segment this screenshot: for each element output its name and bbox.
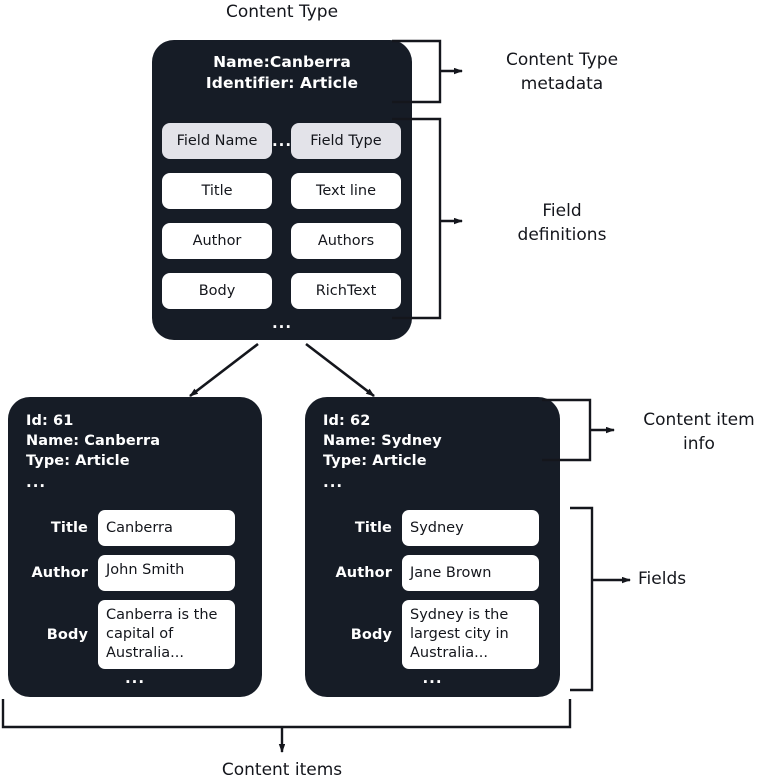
field-row-body: Body Sydney is the largest city in Austr… [305, 600, 560, 669]
field-type-cell: RichText [291, 273, 401, 309]
content-type-bottom-ellipsis: ... [271, 314, 293, 332]
content-item-info: Id: 62 Name: Sydney Type: Article [323, 411, 442, 471]
field-value: Sydney is the largest city in Australia.… [402, 600, 539, 669]
content-item-info: Id: 61 Name: Canberra Type: Article [26, 411, 160, 471]
content-item-type: Type: Article [26, 453, 130, 469]
content-item-id: Id: 62 [323, 413, 371, 429]
field-type-cell: Text line [291, 173, 401, 209]
table-header-row: Field Name Field Type [162, 123, 411, 159]
field-row-author: Author Jane Brown [305, 555, 560, 591]
table-row: Title Text line [162, 173, 411, 209]
content-item-type: Type: Article [323, 453, 427, 469]
content-item-name: Name: Canberra [26, 433, 161, 449]
annotation-field-definitions: Field definitions [517, 201, 607, 245]
content-type-identifier: Identifier: Article [205, 74, 359, 92]
content-item-fields: Title Sydney Author Jane Brown Body Sydn… [305, 510, 560, 678]
field-name-cell: Body [162, 273, 272, 309]
diagram-title-content-type: Content Type [225, 2, 339, 22]
bracket-content-items [1, 699, 572, 753]
field-row-title: Title Sydney [305, 510, 560, 546]
field-label: Title [354, 520, 392, 536]
content-item-info-ellipsis: ... [323, 473, 344, 491]
content-type-name: Name:Canberra [213, 53, 351, 71]
content-item-card-sydney: Id: 62 Name: Sydney Type: Article ... Ti… [305, 397, 560, 697]
annotation-content-item-info: Content item info [643, 410, 755, 454]
content-item-id: Id: 61 [26, 413, 74, 429]
content-type-metadata-ellipsis: ... [271, 132, 293, 150]
annotation-fields: Fields [638, 569, 687, 589]
field-label: Body [46, 626, 88, 643]
field-definitions-table: Field Name Field Type Title Text line Au… [162, 123, 411, 323]
field-name-cell: Author [162, 223, 272, 259]
content-type-card: Name:Canberra Identifier: Article ... Fi… [152, 40, 412, 340]
field-label: Author [335, 565, 392, 581]
field-row-body: Body Canberra is the capital of Australi… [8, 600, 262, 669]
field-value: John Smith [98, 555, 235, 591]
bracket-content-item-fields [570, 506, 631, 692]
table-row: Author Authors [162, 223, 411, 259]
field-value: Canberra [98, 510, 235, 546]
content-item-info-ellipsis: ... [26, 473, 47, 491]
arrow-content-type-to-item-canberra [189, 342, 259, 398]
column-header-field-name: Field Name [162, 123, 272, 159]
column-header-field-type: Field Type [291, 123, 401, 159]
content-item-card-canberra: Id: 61 Name: Canberra Type: Article ... … [8, 397, 262, 697]
content-item-bottom-ellipsis: ... [422, 669, 443, 687]
arrow-content-type-to-item-sydney [305, 342, 375, 398]
content-type-metadata: Name:Canberra Identifier: Article [152, 52, 412, 94]
field-label: Title [50, 520, 88, 536]
field-value: Sydney [402, 510, 539, 546]
field-row-title: Title Canberra [8, 510, 262, 546]
diagram-title-content-items: Content items [221, 760, 343, 780]
field-label: Author [31, 565, 88, 581]
table-row: Body RichText [162, 273, 411, 309]
annotation-content-type-metadata: Content Type metadata [505, 50, 619, 94]
content-item-name: Name: Sydney [323, 433, 442, 449]
field-name-cell: Title [162, 173, 272, 209]
content-item-bottom-ellipsis: ... [124, 669, 146, 687]
field-type-cell: Authors [291, 223, 401, 259]
field-value: Jane Brown [402, 555, 539, 591]
content-item-fields: Title Canberra Author John Smith Body Ca… [8, 510, 262, 678]
field-row-author: Author John Smith [8, 555, 262, 591]
field-label: Body [350, 626, 392, 643]
field-value: Canberra is the capital of Australia... [98, 600, 235, 669]
